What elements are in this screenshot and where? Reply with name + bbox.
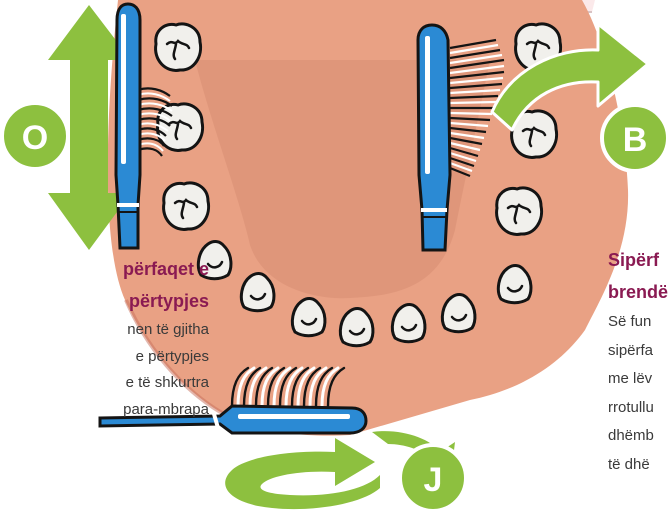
chewing-surface-letter: J (424, 461, 443, 499)
tooth-icon (156, 24, 201, 71)
inner-surface-letter: B (623, 121, 648, 159)
left-body-line: e përtypjes (123, 344, 209, 371)
tooth-icon (340, 309, 373, 346)
tooth-icon (442, 295, 475, 332)
right-body-line: të dhë (608, 451, 668, 480)
tooth-icon (164, 183, 209, 230)
inner-surface-badge: B (602, 105, 668, 171)
right-heading-line: brendë (608, 276, 668, 308)
left-heading-line: përfaqet e (123, 253, 209, 285)
left-body-line: para-mbrapa (123, 397, 209, 424)
right-body-line: dhëmb (608, 422, 668, 451)
tooth-icon (498, 266, 531, 303)
left-heading-line: përtypjes (123, 285, 209, 317)
tooth-icon (497, 188, 542, 235)
outer-surface-letter: O (22, 119, 48, 157)
tooth-icon (241, 274, 274, 311)
right-body-line: rrotullu (608, 394, 668, 423)
inner-surface-text-block: Sipërf brendë Së fun sipërfa me lëv rrot… (608, 244, 668, 479)
outer-surface-badge: O (2, 103, 68, 169)
tooth-icon (292, 299, 325, 336)
left-body-line: nen të gjitha (123, 317, 209, 344)
chewing-surface-text-block: përfaqet e përtypjes nen të gjitha e për… (123, 253, 209, 423)
right-body-line: Së fun (608, 308, 668, 337)
tooth-icon (392, 305, 425, 342)
right-body-line: sipërfa (608, 337, 668, 366)
left-body-line: e të shkurtra (123, 370, 209, 397)
right-body-line: me lëv (608, 365, 668, 394)
chewing-surface-badge: J (400, 445, 466, 511)
right-heading-line: Sipërf (608, 244, 668, 276)
